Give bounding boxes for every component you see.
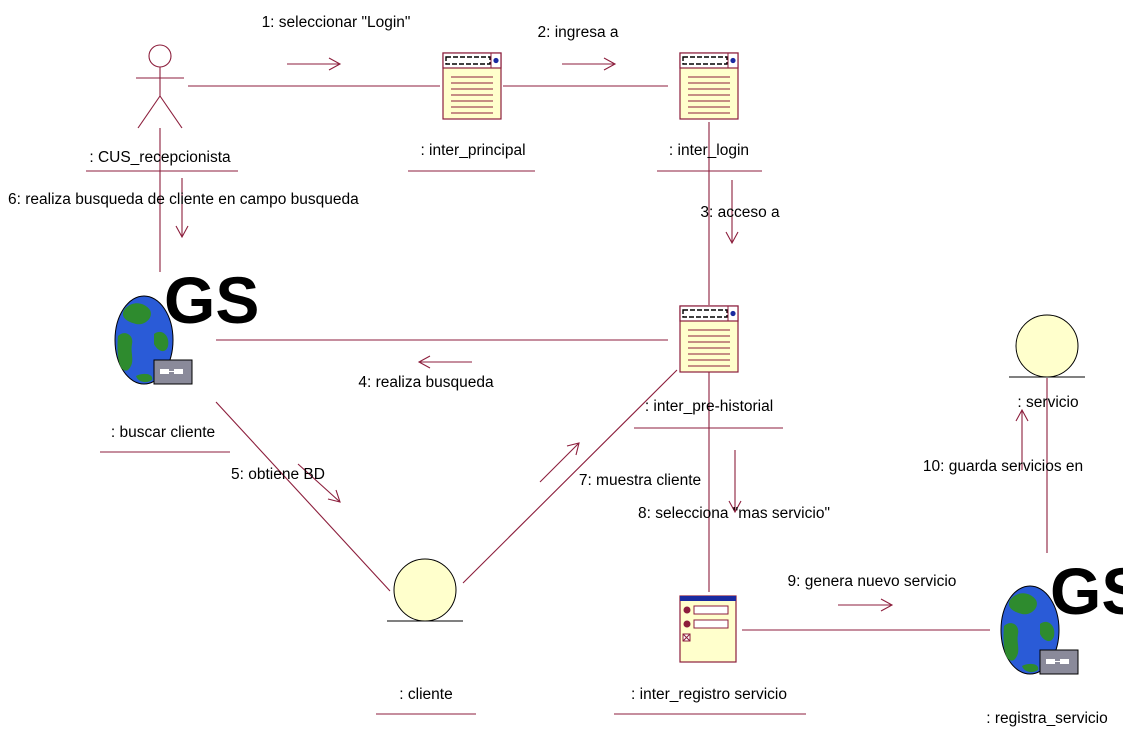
- message-2: 2: ingresa a: [538, 24, 619, 41]
- arrow-m2: [562, 57, 617, 71]
- message-8: 8: selecciona "mas servicio": [638, 505, 830, 522]
- node-label-inter-principal: : inter_principal: [420, 142, 525, 159]
- node-label-cliente: : cliente: [399, 686, 452, 703]
- window-icon: [442, 52, 502, 120]
- message-3: 3: acceso a: [700, 204, 780, 221]
- node-servicio: : servicio: [1009, 314, 1085, 411]
- window-icon: [679, 305, 739, 373]
- message-labels: 1: seleccionar "Login" 2: ingresa a 3: a…: [8, 14, 1083, 590]
- entity-icon: [387, 558, 463, 622]
- node-buscar-cliente: GS : buscar cliente: [100, 263, 259, 453]
- form-icon: [679, 595, 737, 663]
- arrow-m6: [175, 178, 189, 239]
- gs-label-buscar: GS: [164, 263, 259, 337]
- node-inter-principal: : inter_principal: [408, 52, 535, 172]
- node-registra-servicio: GS : registra_servicio: [986, 554, 1123, 727]
- node-cliente: : cliente: [376, 558, 476, 715]
- node-label-inter-login: : inter_login: [669, 142, 749, 159]
- actor-icon: [136, 44, 184, 129]
- link-cliente-prehistorial: [462, 369, 678, 584]
- link-buscar-cliente: [215, 401, 391, 592]
- node-label-buscar-cliente: : buscar cliente: [111, 424, 215, 441]
- arrow-m7: [539, 442, 580, 483]
- message-6: 6: realiza busqueda de cliente en campo …: [8, 191, 359, 208]
- message-1: 1: seleccionar "Login": [262, 14, 411, 31]
- node-inter-registro-servicio: : inter_registro servicio: [614, 595, 806, 715]
- message-5: 5: obtiene BD: [231, 466, 325, 483]
- message-arrows: [175, 57, 1029, 612]
- links: [159, 85, 1048, 631]
- arrow-m1: [287, 57, 342, 71]
- node-label-recepcionista: : CUS_recepcionista: [89, 149, 231, 166]
- message-7: 7: muestra cliente: [579, 472, 701, 489]
- arrow-m4: [417, 355, 472, 369]
- message-4: 4: realiza busqueda: [358, 374, 494, 391]
- arrow-m8: [728, 450, 742, 514]
- entity-icon: [1009, 314, 1085, 378]
- node-inter-prehistorial: : inter_pre-historial: [634, 305, 783, 429]
- message-9: 9: genera nuevo servicio: [788, 573, 957, 590]
- node-label-inter-prehistorial: : inter_pre-historial: [645, 398, 773, 415]
- arrow-m5: [297, 463, 341, 503]
- node-label-registra-servicio: : registra_servicio: [986, 710, 1107, 727]
- node-inter-login: : inter_login: [657, 52, 762, 172]
- arrow-m3: [725, 180, 739, 245]
- arrow-m9: [838, 598, 894, 612]
- actor-recepcionista: : CUS_recepcionista: [86, 44, 238, 172]
- window-icon: [679, 52, 739, 120]
- arrow-m10: [1015, 408, 1029, 470]
- message-10: 10: guarda servicios en: [923, 458, 1083, 475]
- node-label-inter-registro-servicio: : inter_registro servicio: [631, 686, 787, 703]
- node-label-servicio: : servicio: [1017, 394, 1078, 411]
- gs-label-registra: GS: [1050, 554, 1123, 628]
